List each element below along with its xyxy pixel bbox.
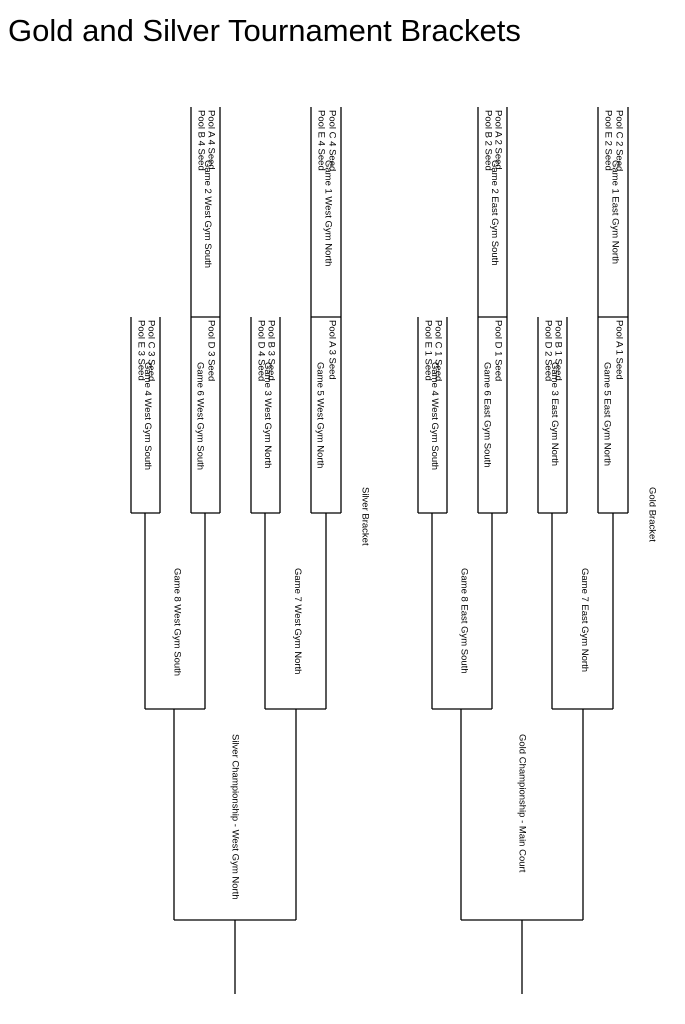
gold-semifinal-game-1: Game 7 East Gym North — [579, 568, 590, 672]
silver-r2-team-bottom-4: Pool E 3 Seed — [136, 320, 147, 381]
silver-r2-game-1: Game 5 West Gym North — [315, 362, 326, 468]
gold-r1-team-bottom-1: Pool E 2 Seed — [603, 110, 614, 171]
gold-r2-team-top-2: Pool B 1 Seed — [553, 320, 564, 381]
gold-bracket-label: Gold Bracket — [647, 487, 658, 542]
silver-semifinal-game-2: Game 8 West Gym South — [172, 568, 183, 676]
silver-bracket-label: Silver Bracket — [360, 487, 371, 546]
silver-r1-team-bottom-2: Pool B 4 Seed — [196, 110, 207, 171]
gold-championship-label: Gold Championship - Main Court — [517, 734, 528, 873]
gold-r1-team-top-2: Pool A 2 Seed — [493, 110, 504, 170]
silver-r1-game-2: Game 2 West Gym South — [202, 160, 213, 268]
silver-r1-team-top-2: Pool A 4 Seed — [206, 110, 217, 170]
gold-r2-team-bottom-4: Pool E 1 Seed — [423, 320, 434, 381]
gold-r1-team-top-1: Pool C 2 Seed — [614, 110, 625, 171]
page-title: Gold and Silver Tournament Brackets — [8, 13, 521, 48]
gold-r2-team-top-4: Pool C 1 Seed — [433, 320, 444, 381]
gold-r2-game-1: Game 5 East Gym North — [602, 362, 613, 466]
silver-r2-game-2: Game 3 West Gym North — [262, 362, 273, 468]
silver-r2-team-top-4: Pool C 3 Seed — [146, 320, 157, 381]
silver-r2-seed-3: Pool D 3 Seed — [206, 320, 217, 381]
silver-r1-team-bottom-1: Pool E 4 Seed — [316, 110, 327, 171]
silver-r2-team-top-2: Pool B 3 Seed — [266, 320, 277, 381]
gold-r1-game-1: Game 1 East Gym North — [610, 160, 621, 264]
silver-championship-label: Silver Championship - West Gym North — [230, 734, 241, 900]
silver-r2-team-bottom-2: Pool D 4 Seed — [256, 320, 267, 381]
gold-r1-team-bottom-2: Pool B 2 Seed — [483, 110, 494, 171]
gold-semifinal-game-2: Game 8 East Gym South — [459, 568, 470, 674]
gold-r2-seed-3: Pool D 1 Seed — [493, 320, 504, 381]
gold-r2-game-4: Game 4 West Gym South — [429, 362, 440, 470]
gold-r2-seed-1: Pool A 1 Seed — [614, 320, 625, 380]
silver-r1-team-top-1: Pool C 4 Seed — [327, 110, 338, 171]
silver-r1-game-1: Game 1 West Gym North — [323, 160, 334, 266]
gold-r2-game-2: Game 3 East Gym North — [549, 362, 560, 466]
gold-r2-game-3: Game 6 East Gym South — [482, 362, 493, 468]
silver-r2-game-4: Game 4 West Gym South — [142, 362, 153, 470]
silver-r2-seed-1: Pool A 3 Seed — [327, 320, 338, 380]
gold-r2-team-bottom-2: Pool D 2 Seed — [543, 320, 554, 381]
silver-semifinal-game-1: Game 7 West Gym North — [292, 568, 303, 674]
silver-r2-game-3: Game 6 West Gym South — [195, 362, 206, 470]
gold-r1-game-2: Game 2 East Gym South — [489, 160, 500, 266]
